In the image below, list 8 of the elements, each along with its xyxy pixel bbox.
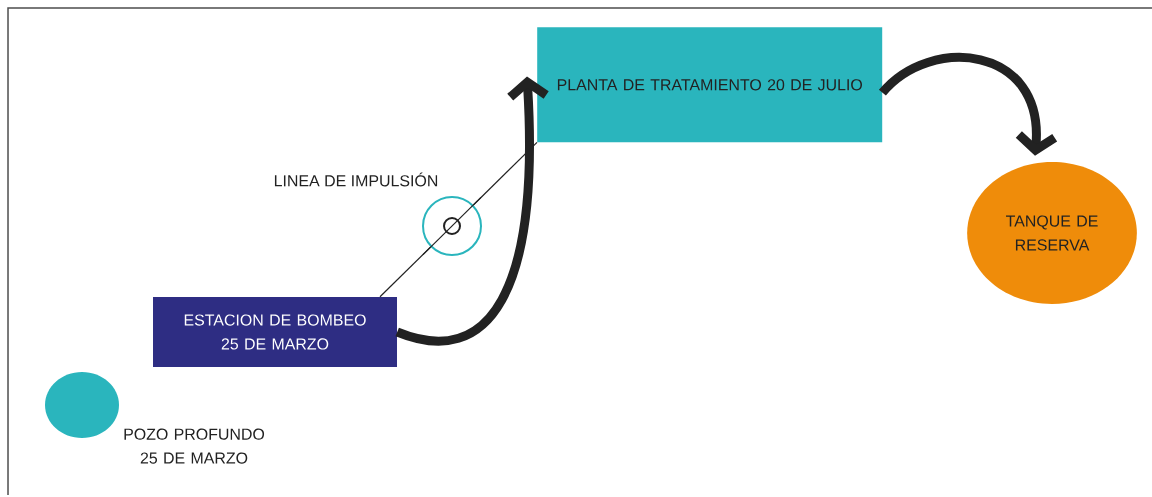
pipe-line	[379, 246, 432, 298]
curved-arrow	[879, 53, 1058, 156]
process-box: ESTACION DE BOMBEO 25 DE MARZO	[153, 297, 397, 367]
process-box: PLANTA DE TRATAMIENTO 20 DE JULIO	[537, 27, 883, 143]
well-label: POZO PROFUNDO 25 DE MARZO	[124, 428, 265, 464]
pipe-line	[472, 141, 538, 206]
curved-arrow	[395, 76, 549, 346]
pipeline-label: LINEA DE IMPULSIÓN	[274, 172, 438, 187]
